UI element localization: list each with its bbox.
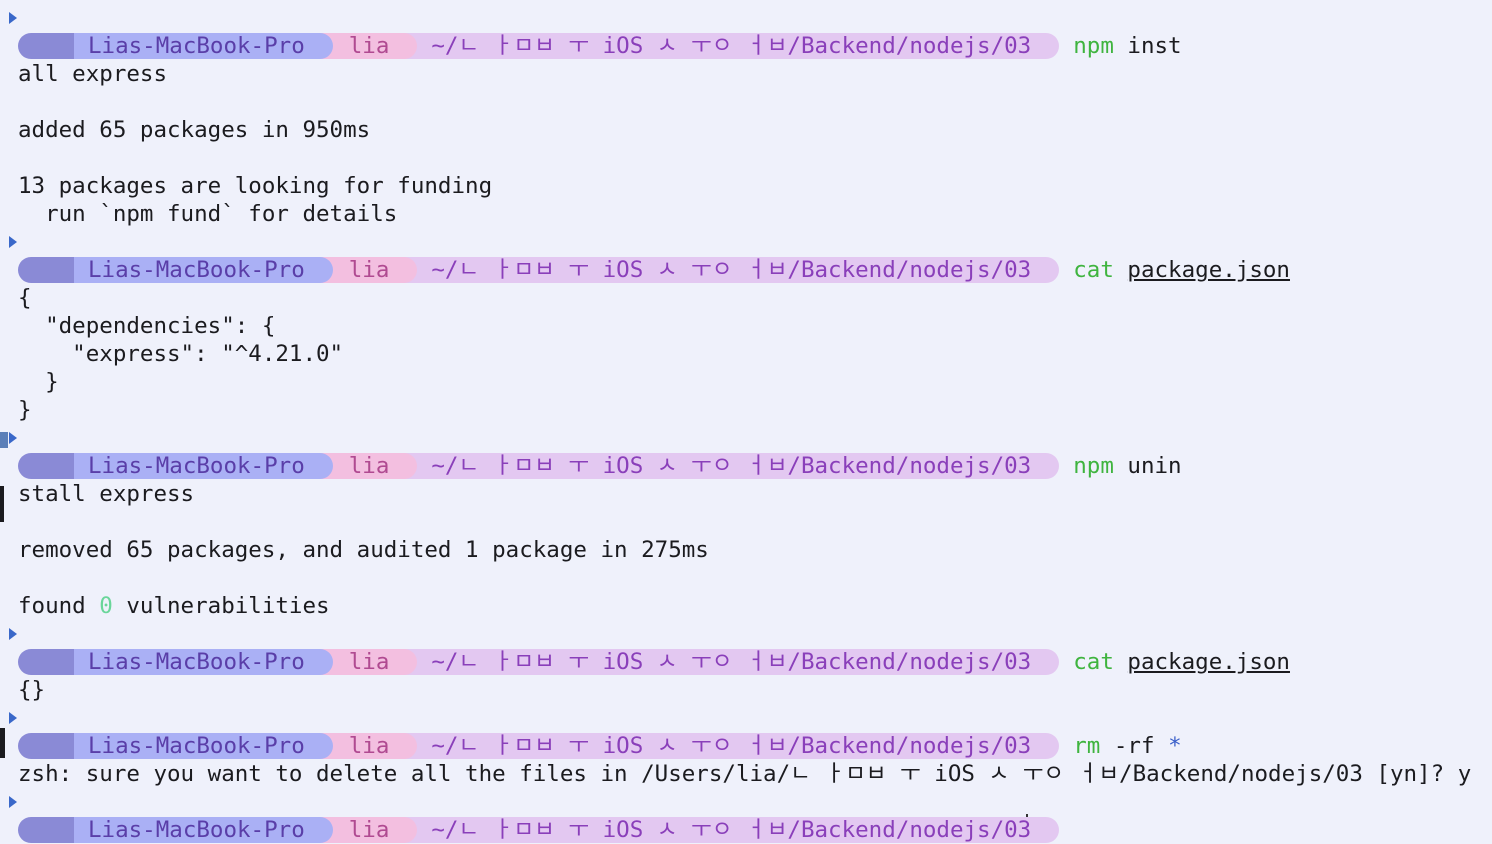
output-line: { [18, 285, 32, 311]
output-line: "dependencies": { [18, 313, 276, 339]
vulnerability-count: 0 [99, 593, 113, 619]
prompt-indicator [18, 33, 74, 59]
glob-pattern: * [1168, 733, 1182, 759]
prompt-line: Lias-MacBook-Pro lia ~/ㄴ ㅏㅁㅂ ㅜ iOS ㅅ ㅜㅇ … [18, 452, 1182, 480]
prompt-path: ~/ㄴ ㅏㅁㅂ ㅜ iOS ㅅ ㅜㅇ ㅓㅂ/Backend/nodejs/03 [403, 817, 1060, 843]
output-line: found 0 vulnerabilities [18, 592, 330, 620]
prompt-line: Lias-MacBook-Pro lia ~/ㄴ ㅏㅁㅂ ㅜ iOS ㅅ ㅜㅇ … [18, 648, 1290, 676]
found-prefix: found [18, 593, 100, 619]
prompt-line-partial: Lias-MacBook-Pro lia ~/ㄴ ㅏㅁㅂ ㅜ iOS ㅅ ㅜㅇ … [18, 816, 1060, 844]
prompt-indicator [18, 649, 74, 675]
command-name: rm [1073, 733, 1101, 759]
command-name: cat [1073, 257, 1114, 283]
output-line: stall express [18, 481, 195, 507]
prompt-user: lia [318, 257, 418, 283]
window-edge [0, 432, 8, 448]
prompt-marker-icon [9, 12, 17, 24]
prompt-indicator [18, 257, 74, 283]
prompt-marker-icon [9, 628, 17, 640]
output-line: added 65 packages in 950ms [18, 117, 371, 143]
command-args: -rf [1113, 733, 1155, 759]
prompt-line: Lias-MacBook-Pro lia ~/ㄴ ㅏㅁㅂ ㅜ iOS ㅅ ㅜㅇ … [18, 32, 1182, 60]
prompt-indicator [18, 817, 74, 843]
prompt-path: ~/ㄴ ㅏㅁㅂ ㅜ iOS ㅅ ㅜㅇ ㅓㅂ/Backend/nodejs/03 [403, 257, 1060, 283]
command-args: package.json [1127, 257, 1290, 283]
prompt-host: Lias-MacBook-Pro [74, 649, 333, 675]
output-line: all express [18, 61, 168, 87]
command-args: inst [1127, 33, 1182, 59]
prompt-path: ~/ㄴ ㅏㅁㅂ ㅜ iOS ㅅ ㅜㅇ ㅓㅂ/Backend/nodejs/03 [403, 33, 1060, 59]
prompt-line: Lias-MacBook-Pro lia ~/ㄴ ㅏㅁㅂ ㅜ iOS ㅅ ㅜㅇ … [18, 732, 1182, 760]
output-line: removed 65 packages, and audited 1 packa… [18, 537, 709, 563]
command: npm inst [1073, 33, 1181, 59]
prompt-host: Lias-MacBook-Pro [74, 33, 333, 59]
output-line: run `npm fund` for details [18, 201, 398, 227]
prompt-marker-icon [9, 796, 17, 808]
command-name: cat [1073, 649, 1114, 675]
prompt-marker-icon [9, 712, 17, 724]
prompt-indicator [18, 453, 74, 479]
command: cat package.json [1073, 649, 1290, 675]
found-suffix: vulnerabilities [112, 593, 330, 619]
prompt-user: lia [318, 33, 418, 59]
command-args: package.json [1127, 649, 1290, 675]
output-line: } [18, 397, 32, 423]
output-line: 13 packages are looking for funding [18, 173, 493, 199]
command-name: npm [1073, 33, 1114, 59]
command-args: unin [1127, 453, 1182, 479]
prompt-line: Lias-MacBook-Pro lia ~/ㄴ ㅏㅁㅂ ㅜ iOS ㅅ ㅜㅇ … [18, 256, 1290, 284]
output-line: } [18, 369, 59, 395]
prompt-user: lia [318, 733, 418, 759]
output-line: zsh: sure you want to delete all the fil… [18, 761, 1472, 787]
prompt-marker-icon [9, 236, 17, 248]
window-edge [0, 486, 4, 522]
prompt-indicator [18, 733, 74, 759]
prompt-user: lia [318, 453, 418, 479]
prompt-path: ~/ㄴ ㅏㅁㅂ ㅜ iOS ㅅ ㅜㅇ ㅓㅂ/Backend/nodejs/03 [403, 733, 1060, 759]
prompt-user: lia [318, 649, 418, 675]
output-line: "express": "^4.21.0" [18, 341, 344, 367]
prompt-path: ~/ㄴ ㅏㅁㅂ ㅜ iOS ㅅ ㅜㅇ ㅓㅂ/Backend/nodejs/03 [403, 453, 1060, 479]
window-edge [0, 728, 5, 758]
command: cat package.json [1073, 257, 1290, 283]
prompt-host: Lias-MacBook-Pro [74, 453, 333, 479]
prompt-host: Lias-MacBook-Pro [74, 733, 333, 759]
output-line: {} [18, 677, 46, 703]
prompt-marker-icon [9, 432, 17, 444]
prompt-path: ~/ㄴ ㅏㅁㅂ ㅜ iOS ㅅ ㅜㅇ ㅓㅂ/Backend/nodejs/03 [403, 649, 1060, 675]
prompt-user: lia [318, 817, 418, 843]
command-name: npm [1073, 453, 1114, 479]
prompt-host: Lias-MacBook-Pro [74, 257, 333, 283]
command: npm unin [1073, 453, 1181, 479]
prompt-host: Lias-MacBook-Pro [74, 817, 333, 843]
command: rm -rf * [1073, 733, 1181, 759]
